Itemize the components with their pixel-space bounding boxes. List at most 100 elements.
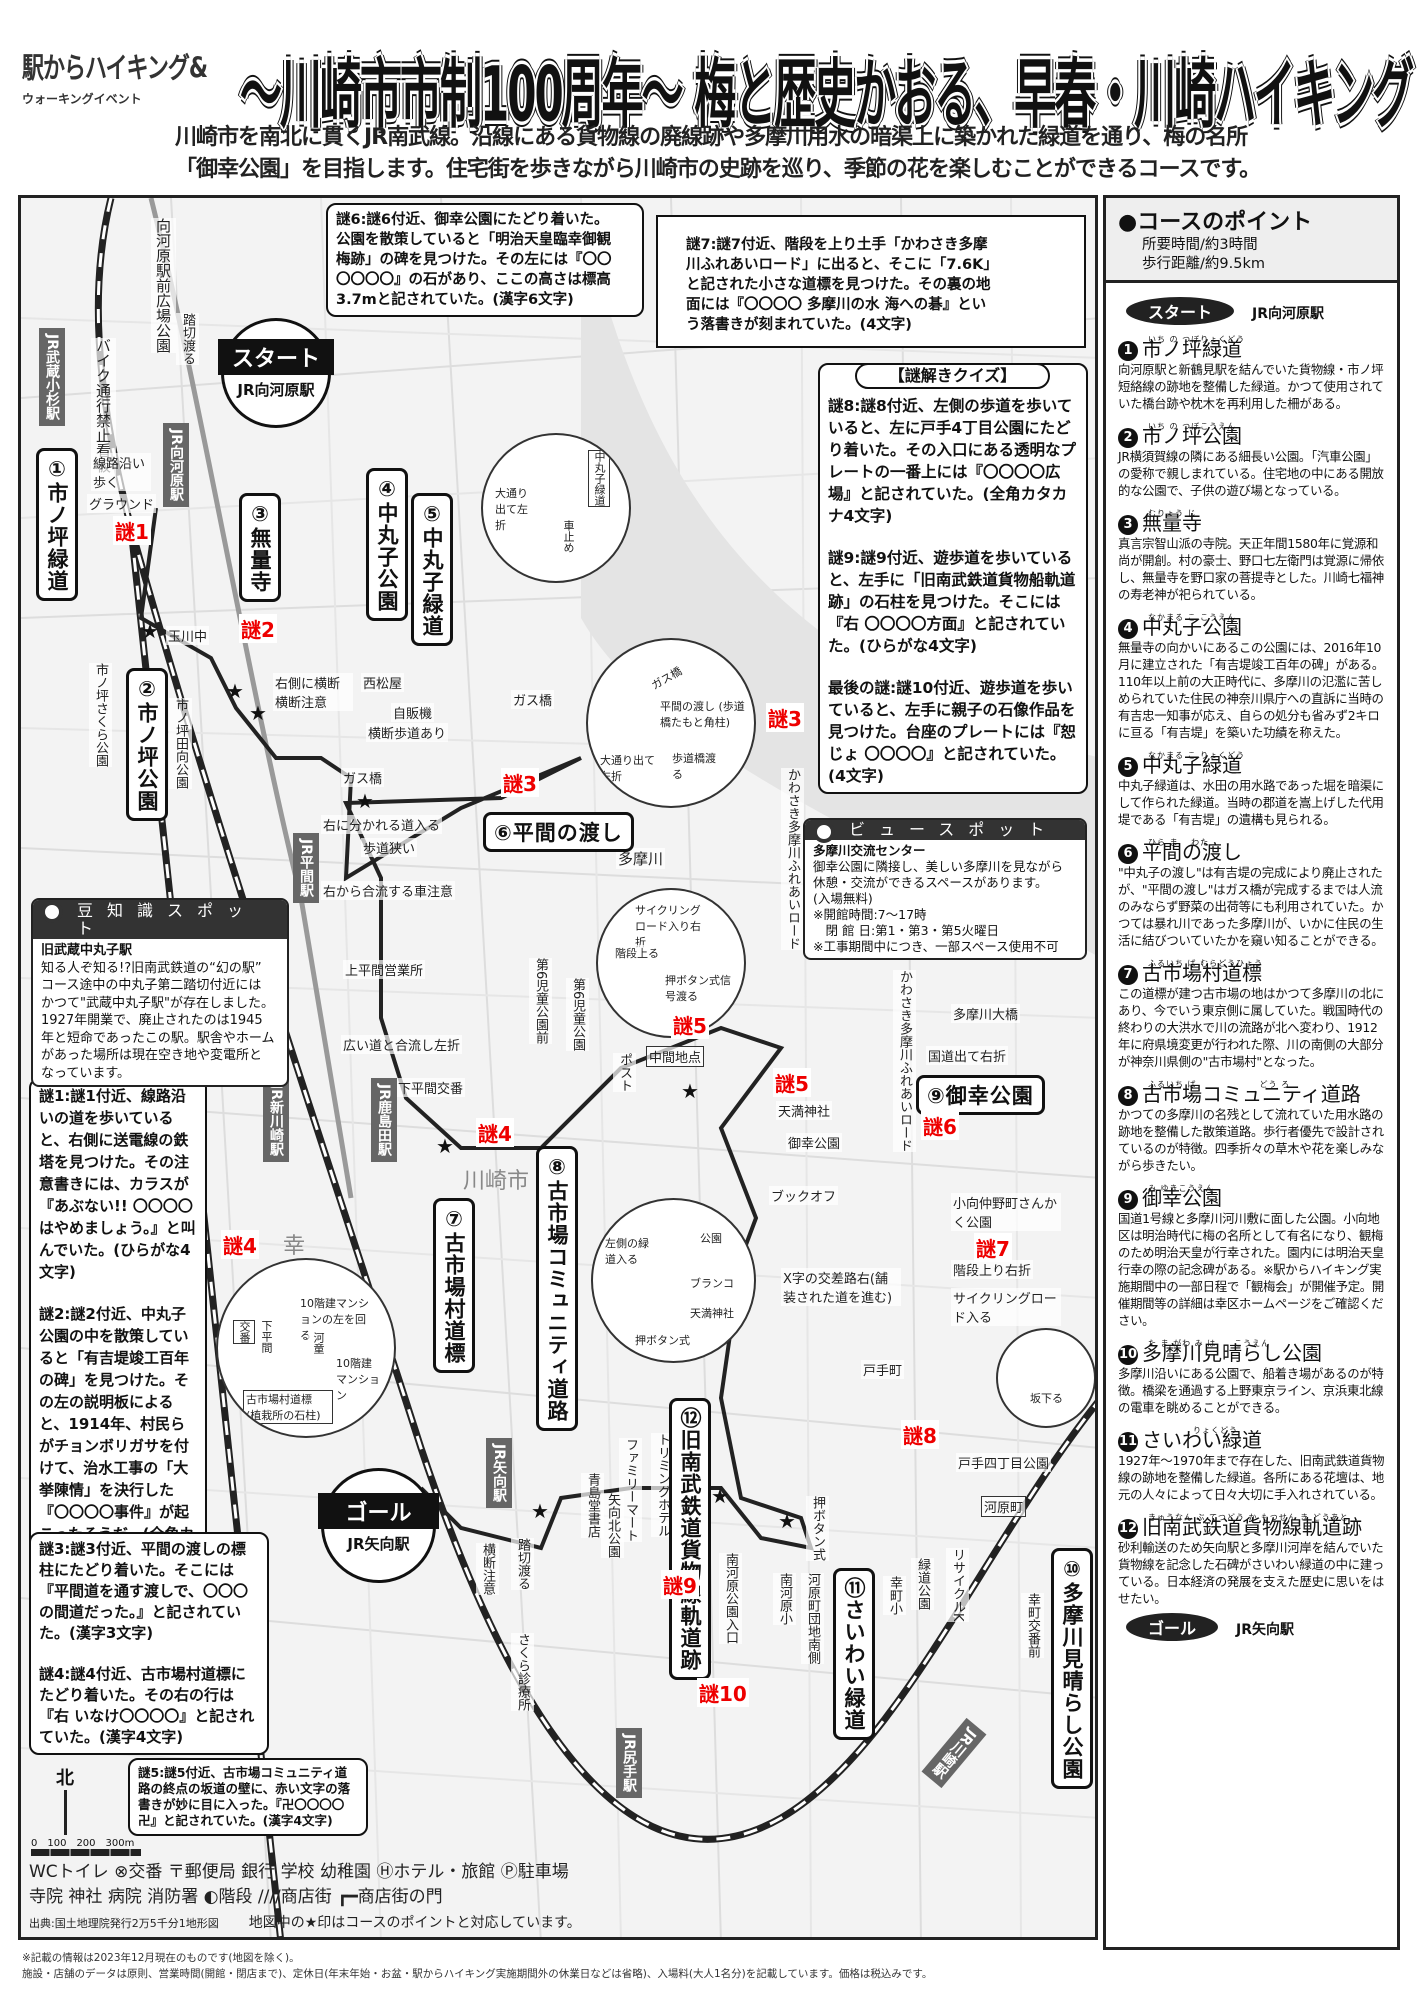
goal-pill: ゴール	[1126, 1613, 1219, 1641]
north-arrow-icon	[63, 1790, 67, 1835]
ruby: ひら ま わた	[1148, 838, 1210, 847]
viewspot-header-text: ビュースポット	[849, 820, 1059, 839]
quiz-mark-4-inset[interactable]: 謎4	[221, 1230, 259, 1259]
quiz-mark-7[interactable]: 謎7	[974, 1233, 1012, 1262]
course-point-description: 国道1号線と多摩川河川敷に面した公園。小向地区は明治時代に梅の名所として有名にな…	[1118, 1211, 1384, 1328]
ruby: むりょう じ	[1148, 509, 1197, 518]
point-7[interactable]: ⑦古市場村道標	[433, 1198, 475, 1373]
start-marker[interactable]: スタート JR向河原駅	[218, 318, 334, 428]
place-label: 河原町団地南側	[801, 1573, 824, 1664]
point-4[interactable]: ④中丸子公園	[366, 468, 408, 621]
quiz-mark-2[interactable]: 謎2	[239, 614, 277, 643]
legend-fire-station: 消防署	[147, 1887, 199, 1907]
quiz-mark-3[interactable]: 謎3	[501, 768, 539, 797]
road-label: かわさき多摩川ふれあいロード	[893, 970, 916, 1152]
place-label: ポスト	[613, 1053, 636, 1092]
course-point-name: 古市場コミュニティ道路	[1142, 1082, 1361, 1106]
course-point-name: 多摩川見晴らし公園	[1142, 1341, 1322, 1365]
quiz-text: う落書きが刻まれていた。(4文字)	[686, 317, 912, 333]
quiz-mark-9[interactable]: 謎9	[661, 1570, 699, 1599]
place-label: ファミリーマート	[619, 1438, 642, 1542]
course-map[interactable]: ★★★ ★★★ ★★★ 川崎市 幸 多摩川 西松屋 自販機 ガス橋 ガス橋 上平…	[18, 195, 1098, 1940]
quiz-mark-3-inset[interactable]: 謎3	[766, 703, 804, 732]
point-10[interactable]: ⑩多摩川見晴らし公園	[1051, 1548, 1093, 1789]
direction-note: 線路沿い歩く	[91, 453, 151, 491]
inset-map-nakamaruko: 中丸子緑道 大通り出て左折 車止め	[481, 433, 631, 583]
quiz-mark-1[interactable]: 謎1	[113, 516, 151, 545]
quiz-text: 公園を散策していると「明治天皇臨幸御観	[336, 232, 612, 248]
quiz-mark-5-inset[interactable]: 謎5	[671, 1010, 709, 1039]
quiz-text: 面には『〇〇〇〇 多摩川の水 海への碁』とい	[686, 297, 987, 313]
number-badge-icon: 5	[1118, 757, 1138, 777]
place-label: 市ノ坪田向公園	[169, 698, 192, 789]
place-label: 矢向北公園	[601, 1493, 624, 1558]
place-label: 御幸公園	[786, 1133, 843, 1152]
quiz-mark-6[interactable]: 謎6	[921, 1111, 959, 1140]
place-label: 下平間交番	[396, 1078, 466, 1097]
start-label: スタート	[218, 339, 334, 375]
viewspot-text: 休憩・交流ができるスペースがあります。	[813, 875, 1048, 890]
point-11[interactable]: ⑪さいわい緑道	[833, 1568, 875, 1740]
course-point-description: 1927年～1970年まで存在した、旧南武鉄道貨物線の跡地を整備した緑道。各所に…	[1118, 1453, 1385, 1502]
course-point-name: 旧南武鉄道貨物線軌道跡	[1142, 1515, 1362, 1539]
inset-label: ブランコ	[688, 1275, 736, 1291]
trivia-text: なっています。	[41, 1065, 131, 1081]
point-6[interactable]: ⑥平間の渡し	[483, 812, 634, 852]
panel-title: ●コースのポイント	[1118, 210, 1313, 235]
course-point-description: 中丸子緑道は、水田の用水路であった堀を暗渠にして作られた緑道。当時の郡道を嵩上げ…	[1118, 778, 1384, 827]
inset-label: 歩道橋渡る	[670, 750, 720, 782]
place-label: さくら診療所	[511, 1633, 534, 1711]
point-12[interactable]: ⑫旧南武鉄道貨物線軌道跡	[669, 1398, 711, 1680]
inset-label: 左側の緑道入る	[603, 1235, 658, 1267]
quiz-mark-5[interactable]: 謎5	[773, 1068, 811, 1097]
direction-note: 踏切渡る	[511, 1538, 534, 1590]
inset-label: 車止め	[558, 520, 578, 553]
inset-label: 公園	[698, 1230, 724, 1246]
viewspot-text: ※工事期間中につき、一部スペース使用不可	[813, 939, 1059, 954]
direction-note: 横断注意	[476, 1543, 499, 1595]
map-note: 地図中の★印はコースのポイントと対応しています。	[248, 1915, 581, 1931]
svg-text:★: ★	[249, 701, 267, 725]
goal-marker[interactable]: ゴール JR矢向駅	[318, 1468, 439, 1583]
legend-post-office: 〒郵便局	[167, 1862, 236, 1882]
inset-map-slope: 坂下る	[996, 1328, 1095, 1428]
inset-label: 押ボタン式信号渡る	[663, 972, 733, 1004]
ruby: なかまる こ こうえん	[1148, 613, 1237, 622]
svg-text:★: ★	[226, 679, 244, 703]
trivia-text: 年と短命であったこの駅。駅舎やホーム	[41, 1030, 275, 1046]
place-label: 第6児童公園	[566, 978, 589, 1052]
legend-shrine: 神社	[68, 1887, 103, 1907]
place-label: リサイクルK	[946, 1548, 969, 1622]
course-point-description: この道標が建つ古市場の地はかつて多摩川の北にあり、今でいう東京側に属していた。戦…	[1118, 986, 1384, 1069]
course-point-description: 無量寺の向かいにあるこの公園には、2016年10月に建立された「有吉堤竣工百年の…	[1118, 640, 1384, 740]
page-title: ～川崎市市制100周年～ 梅と歴史かおる、早春・川崎ハイキング	[240, 50, 1414, 139]
place-label: 緑道公園	[911, 1558, 934, 1610]
station-label: JR尻手駅	[616, 1728, 642, 1798]
course-point-name: さいわい緑道	[1142, 1428, 1262, 1452]
quiz-text: 謎3:謎3付近、平間の渡しの標柱にたどり着いた。そこには『平間道を通す渡しで、〇…	[39, 1540, 248, 1642]
required-time: 所要時間/約3時間	[1142, 237, 1258, 253]
point-3[interactable]: ③無量寺	[239, 493, 281, 602]
quiz-mark-10[interactable]: 謎10	[697, 1678, 749, 1707]
quiz-mark-4[interactable]: 謎4	[476, 1118, 514, 1147]
point-5[interactable]: ⑤中丸子緑道	[411, 493, 453, 646]
point-9[interactable]: ⑨御幸公園	[916, 1075, 1045, 1115]
trivia-text: かつて"武蔵中丸子駅"が存在しました。	[41, 995, 274, 1011]
legend-toilet: WCトイレ	[29, 1862, 109, 1882]
number-badge-icon: 4	[1118, 619, 1138, 639]
inset-label: 下平間	[256, 1320, 276, 1353]
number-badge-icon: 2	[1118, 428, 1138, 448]
inset-label: 10階建マンション	[334, 1355, 384, 1403]
point-2[interactable]: ②市ノ坪公園	[126, 668, 168, 821]
point-8[interactable]: ⑧古市場コミュニティ道路	[536, 1146, 578, 1431]
quiz-mark-8[interactable]: 謎8	[901, 1420, 939, 1449]
quiz-box-5: 謎5:謎5付近、古市場コミュニティ道路の終点の坂道の壁に、赤い文字の落書きが妙に…	[128, 1758, 368, 1836]
point-1[interactable]: ①市ノ坪緑道	[36, 448, 78, 601]
